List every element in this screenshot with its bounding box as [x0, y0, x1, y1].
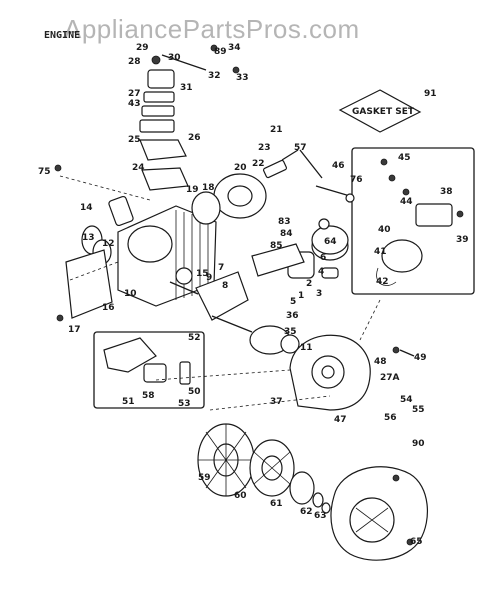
guide-lines — [59, 175, 381, 411]
part-label-34: 34 — [228, 43, 241, 53]
part-label-33: 33 — [236, 73, 249, 83]
part-label-50: 50 — [188, 387, 201, 397]
throttle-inset — [93, 331, 205, 409]
crankcase-housing — [249, 325, 371, 411]
part-label-5: 5 — [290, 297, 296, 307]
part-label-32: 32 — [208, 71, 221, 81]
part-label-27: 27 — [128, 89, 141, 99]
part-label-59: 59 — [198, 473, 211, 483]
part-label-24: 24 — [132, 163, 145, 173]
cylinder-head — [191, 173, 267, 225]
part-label-36: 36 — [286, 311, 299, 321]
part-label-40: 40 — [378, 225, 391, 235]
part-label-6: 6 — [320, 253, 326, 263]
part-label-15: 15 — [196, 269, 209, 279]
part-label-64: 64 — [324, 237, 337, 247]
part-label-11: 11 — [300, 343, 313, 353]
crankshaft — [169, 267, 253, 333]
part-number-labels: 1234567891011121314151617181920212223242… — [38, 43, 469, 547]
part-label-25: 25 — [128, 135, 141, 145]
part-label-29: 29 — [136, 43, 149, 53]
part-label-85: 85 — [270, 241, 283, 251]
carburetor-stack — [139, 54, 207, 191]
part-label-20: 20 — [234, 163, 247, 173]
cylinder-block — [117, 205, 217, 307]
part-label-1: 1 — [298, 291, 304, 301]
part-label-21: 21 — [270, 125, 283, 135]
part-label-14: 14 — [80, 203, 93, 213]
part-label-37: 37 — [270, 397, 283, 407]
fuel-line — [299, 149, 355, 203]
part-label-54: 54 — [400, 395, 413, 405]
part-label-60: 60 — [234, 491, 247, 501]
part-label-83: 83 — [278, 217, 291, 227]
part-label-65: 65 — [410, 537, 423, 547]
part-label-35: 35 — [284, 327, 297, 337]
part-label-89: 89 — [214, 47, 227, 57]
part-label-91: 91 — [424, 89, 437, 99]
part-label-48: 48 — [374, 357, 387, 367]
part-label-41: 41 — [374, 247, 387, 257]
part-label-42: 42 — [376, 277, 389, 287]
spark-plug — [262, 149, 299, 179]
part-label-56: 56 — [384, 413, 397, 423]
part-label-26: 26 — [188, 133, 201, 143]
part-label-58: 58 — [142, 391, 155, 401]
part-label-47: 47 — [334, 415, 347, 425]
part-label-63: 63 — [314, 511, 327, 521]
starter-spring-washers — [289, 471, 331, 514]
piston-assembly — [251, 218, 349, 279]
part-label-10: 10 — [124, 289, 137, 299]
part-label-49: 49 — [414, 353, 427, 363]
gasket-set-bag: GASKET SET — [338, 89, 422, 133]
part-label-51: 51 — [122, 397, 135, 407]
part-label-9: 9 — [206, 273, 212, 283]
part-label-52: 52 — [188, 333, 201, 343]
flywheel — [197, 423, 255, 497]
part-label-31: 31 — [180, 83, 193, 93]
part-label-7: 7 — [218, 263, 224, 273]
hardware — [54, 44, 415, 546]
part-label-27a: 27A — [380, 373, 400, 383]
part-label-84: 84 — [280, 229, 293, 239]
part-label-13: 13 — [82, 233, 95, 243]
part-label-39: 39 — [456, 235, 469, 245]
part-label-17: 17 — [68, 325, 81, 335]
starter-housing — [330, 466, 428, 561]
cylinder-gaskets — [65, 195, 134, 319]
part-label-19: 19 — [186, 185, 199, 195]
part-label-43: 43 — [128, 99, 141, 109]
part-label-8: 8 — [222, 281, 228, 291]
part-label-18: 18 — [202, 183, 215, 193]
watermark: AppliancePartsPros.com — [64, 14, 360, 44]
part-label-55: 55 — [412, 405, 425, 415]
part-label-44: 44 — [400, 197, 413, 207]
gasket-set-text: GASKET SET — [352, 107, 415, 117]
part-label-23: 23 — [258, 143, 271, 153]
part-label-45: 45 — [398, 153, 411, 163]
part-label-22: 22 — [252, 159, 265, 169]
ignition-module-inset — [351, 147, 475, 295]
part-label-4: 4 — [318, 267, 324, 277]
part-label-76: 76 — [350, 175, 363, 185]
part-label-28: 28 — [128, 57, 141, 67]
part-label-57: 57 — [294, 143, 307, 153]
part-label-75: 75 — [38, 167, 51, 177]
part-label-2: 2 — [306, 279, 312, 289]
part-label-46: 46 — [332, 161, 345, 171]
diagram-section-label: ENGINE — [44, 30, 81, 41]
part-label-3: 3 — [316, 289, 322, 299]
part-label-30: 30 — [168, 53, 181, 63]
part-label-62: 62 — [300, 507, 313, 517]
part-label-61: 61 — [270, 499, 283, 509]
part-label-12: 12 — [102, 239, 115, 249]
part-label-16: 16 — [102, 303, 115, 313]
part-label-38: 38 — [440, 187, 453, 197]
starter-pulley — [249, 439, 295, 497]
part-label-53: 53 — [178, 399, 191, 409]
part-label-90: 90 — [412, 439, 425, 449]
